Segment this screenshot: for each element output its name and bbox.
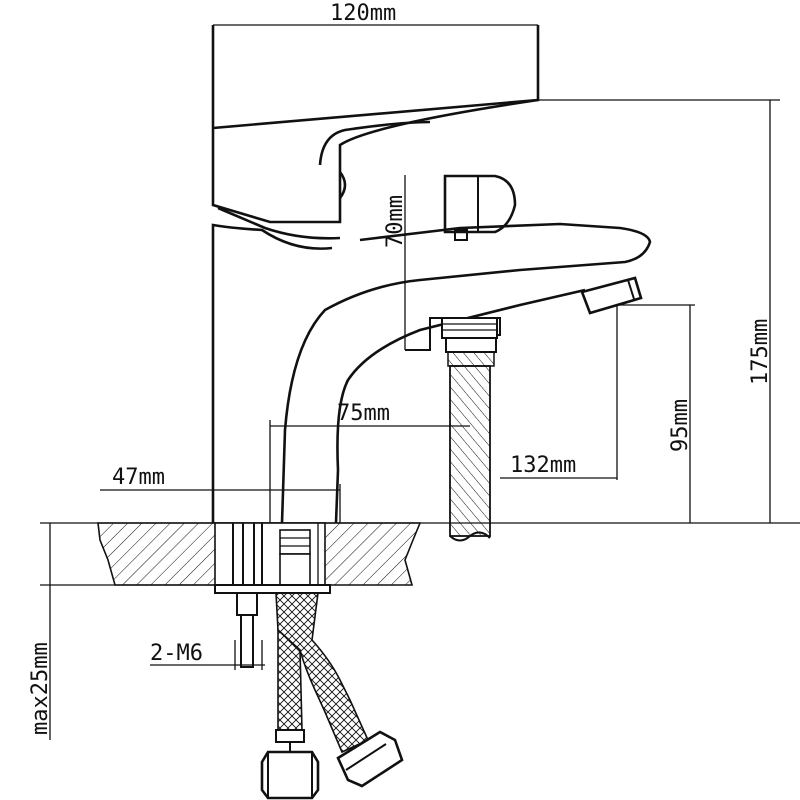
dim-body-width: 47mm [112, 465, 165, 490]
dim-spout-height: 95mm [668, 399, 693, 452]
dim-height-total: 175mm [748, 319, 773, 385]
dim-width-top: 120mm [330, 1, 396, 26]
mounting-stud [214, 584, 331, 668]
dim-handle-height: 70mm [383, 195, 408, 248]
dimension-lines [49, 24, 780, 740]
dim-mounting-studs: 2-M6 [150, 641, 203, 666]
dim-spout-reach: 132mm [510, 453, 576, 478]
dim-max-thickness: max25mm [28, 642, 53, 735]
flex-hoses [260, 592, 404, 800]
countertop-section [40, 522, 800, 586]
popup-drain-rod [405, 317, 501, 542]
dim-inner-reach: 75mm [337, 401, 390, 426]
